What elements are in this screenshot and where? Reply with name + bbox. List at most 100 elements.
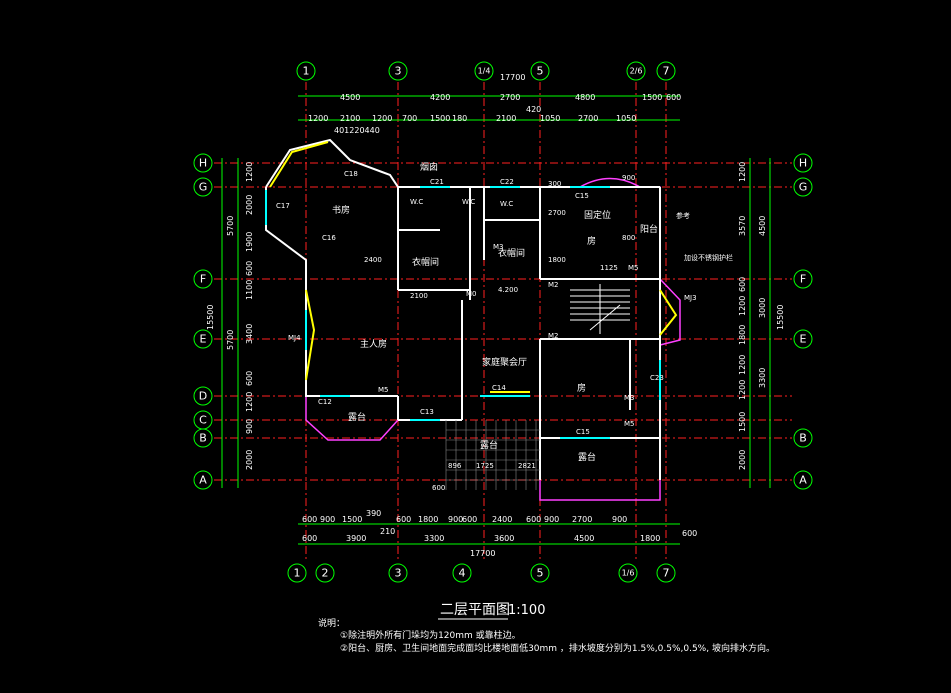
grid-label-top-7: 7 — [663, 65, 670, 78]
tag-c15: C15 — [575, 192, 589, 200]
dim-bot-r1-11: 2700 — [572, 515, 592, 524]
dim-top-r2-9: 1050 — [616, 114, 636, 123]
grid-label-right-B: B — [799, 432, 807, 445]
grid-label-right-E: E — [800, 333, 807, 346]
dim-right-r2-7: 1500 — [738, 412, 747, 432]
dim-top-r2-2: 1200 — [372, 114, 392, 123]
grid-label-top-2-6: 2/6 — [630, 67, 643, 76]
dim-bot-r2-0: 600 — [302, 534, 317, 543]
dim-bot-r1-2: 1500 — [342, 515, 362, 524]
grid-label-left-E: E — [200, 333, 207, 346]
dim-top-r1-0: 4500 — [340, 93, 360, 102]
tag-c14: C14 — [492, 384, 506, 392]
dim-right-r2-3: 1200 — [738, 296, 747, 316]
grid-label-bottom-1-6: 1/6 — [622, 569, 635, 578]
grid-label-right-A: A — [799, 474, 807, 487]
tag-c17: C17 — [276, 202, 290, 210]
tag-m5b: M5 — [628, 264, 639, 272]
tag-d800: 800 — [622, 234, 635, 242]
dims-left: 15500 5700 5700 1200 2000 1900 600 1100 … — [206, 162, 254, 470]
dim-left-r2-9: 2000 — [245, 450, 254, 470]
dim-bot-r1-6: 900 — [448, 515, 463, 524]
grid-label-bottom-5: 5 — [537, 567, 544, 580]
dim-bot-r1-4: 600 — [396, 515, 411, 524]
dim-left-r2-7: 1200 — [245, 392, 254, 412]
tag-c23: C23 — [650, 374, 664, 382]
tag-d600: 600 — [432, 484, 445, 492]
tag-m2b: M2 — [548, 332, 559, 340]
notes-heading: 说明： — [318, 617, 345, 629]
grid-bubbles-top: 1 3 1/4 5 2/6 7 — [296, 61, 676, 81]
grid-label-left-G: G — [199, 181, 208, 194]
grid-label-bottom-7: 7 — [663, 567, 670, 580]
tag-d2100: 2100 — [410, 292, 428, 300]
dim-bot-r1-12: 900 — [612, 515, 627, 524]
grid-label-left-C: C — [199, 414, 207, 427]
room-wc3: W.C — [500, 200, 513, 208]
tag-m2: M2 — [548, 281, 559, 289]
dim-left-r2-4: 1100 — [245, 280, 254, 300]
room-balcony2: 露台 — [348, 411, 366, 423]
dim-right-r2-8: 2000 — [738, 450, 747, 470]
dim-bot-r2-6: 1800 — [640, 534, 660, 543]
note-ref: 参考 — [676, 211, 690, 220]
dim-top-r1-4: 1500 — [642, 93, 662, 102]
dim-right-r2-5: 1200 — [738, 355, 747, 375]
tag-c16: C16 — [322, 234, 336, 242]
tag-d1725: 1725 — [476, 462, 494, 470]
dim-top-r2-8: 2700 — [578, 114, 598, 123]
room-wc2: W.C — [462, 198, 475, 206]
dim-bot-r1-7: 600 — [462, 515, 477, 524]
room-wc1: W.C — [410, 198, 423, 206]
tag-d2821: 2821 — [518, 462, 536, 470]
dim-bot-r2-3: 3300 — [424, 534, 444, 543]
dims-top: 17700 4500 4200 2700 4800 1500 600 420 1… — [308, 73, 681, 135]
grid-label-right-H: H — [799, 157, 807, 170]
yellow-edges — [269, 141, 678, 393]
notes-line-2: ②阳台、厨房、卫生间地面完成面均比楼地面低30mm ，排水坡度分别为1.5%,0… — [340, 642, 775, 654]
dim-top-r2-1: 2100 — [340, 114, 360, 123]
room-balcony3: 露台 — [480, 439, 498, 451]
dim-bot-r1-8: 2400 — [492, 515, 512, 524]
dim-right-r1-0: 4500 — [758, 216, 767, 236]
dim-right-r2-2: 600 — [738, 277, 747, 292]
tag-d896: 896 — [448, 462, 462, 470]
tag-d1125: 1125 — [600, 264, 618, 272]
dim-left-r2-0: 1200 — [245, 162, 254, 182]
room-master: 主人房 — [360, 338, 387, 350]
dim-bot-r2-2: 210 — [380, 527, 395, 536]
tag-m5: M5 — [378, 386, 389, 394]
windows — [265, 186, 661, 439]
tag-c13: C13 — [420, 408, 434, 416]
stair — [570, 284, 630, 334]
dim-bot-r1-3: 390 — [366, 509, 381, 518]
dim-top-r2-5: 180 — [452, 114, 467, 123]
room-closet1: 衣帽间 — [412, 256, 439, 268]
dim-top-r2-3: 700 — [402, 114, 417, 123]
dim-left-total: 15500 — [206, 305, 215, 330]
dim-left-r2-1: 2000 — [245, 195, 254, 215]
grid-label-left-F: F — [200, 273, 206, 286]
grid-label-top-5: 5 — [537, 65, 544, 78]
grid-label-right-G: G — [799, 181, 808, 194]
dim-top-extra-0: 420 — [526, 105, 541, 114]
dim-right-total: 15500 — [776, 305, 785, 330]
room-study: 书房 — [332, 204, 350, 216]
dim-right-r2-0: 1200 — [738, 162, 747, 182]
dim-top-r1-1: 4200 — [430, 93, 450, 102]
room-closet2: 衣帽间 — [498, 247, 525, 259]
dim-left-r2-3: 600 — [245, 261, 254, 276]
dim-left-r2-5: 3400 — [245, 324, 254, 344]
dim-right-r2-1: 3570 — [738, 216, 747, 236]
tag-d300: 300 — [548, 180, 561, 188]
grid-label-bottom-2: 2 — [322, 567, 329, 580]
dim-left-r2-2: 1900 — [245, 232, 254, 252]
dim-bot-r2-5: 4500 — [574, 534, 594, 543]
tag-m5c: M5 — [624, 420, 635, 428]
dim-top-r1-2: 2700 — [500, 93, 520, 102]
tag-c12: C12 — [318, 398, 332, 406]
grid-label-right-F: F — [800, 273, 806, 286]
dim-top-r2-7: 1050 — [540, 114, 560, 123]
dim-bot-r2-4: 3600 — [494, 534, 514, 543]
